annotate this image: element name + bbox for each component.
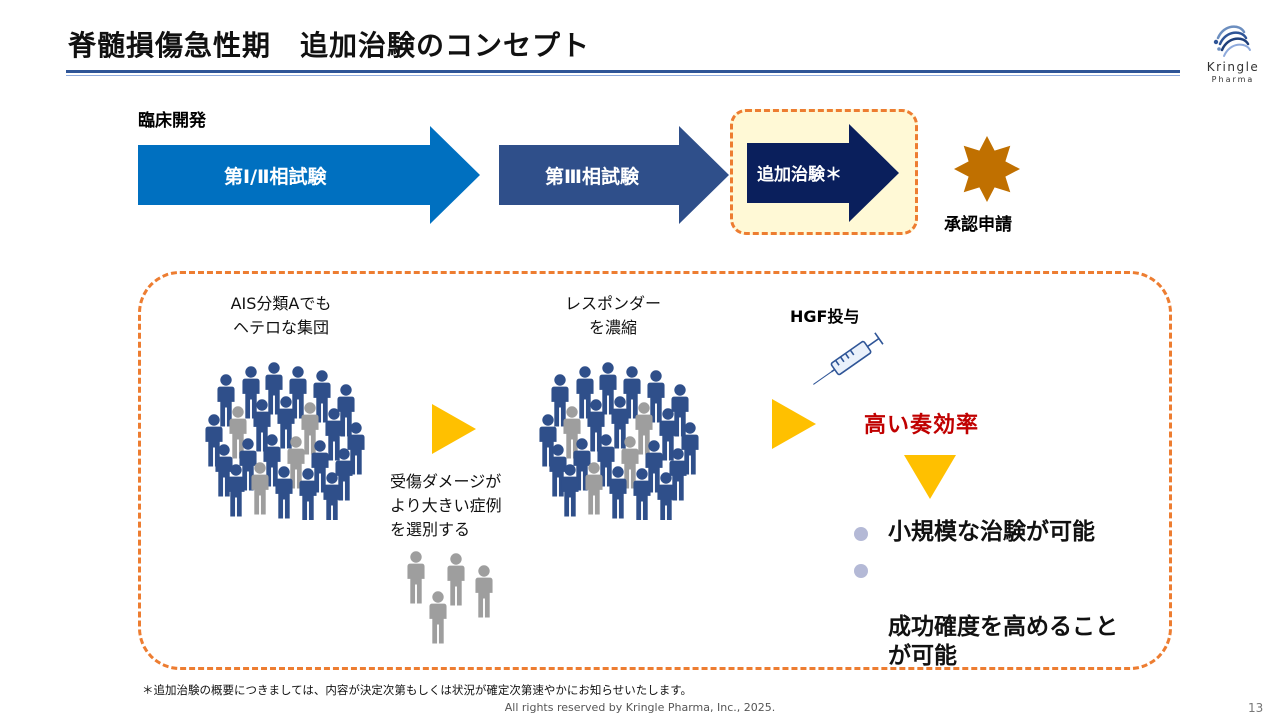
- person-icon: [561, 464, 579, 517]
- person-icon: [635, 402, 653, 455]
- logo-subtext: Pharma: [1211, 75, 1255, 84]
- outcome-text: 小規模な治験が可能: [888, 519, 1095, 545]
- person-icon: [429, 591, 447, 644]
- logo-mark-icon: [1213, 25, 1251, 57]
- caption-line: 受傷ダメージが: [390, 472, 502, 491]
- outcome-text: 成功確度を高めること が可能: [888, 614, 1118, 669]
- person-icon: [551, 374, 569, 427]
- person-icon: [623, 366, 641, 419]
- caption-line: より大きい症例: [390, 496, 502, 515]
- person-icon: [611, 396, 629, 449]
- person-icon: [647, 370, 665, 423]
- person-icon: [313, 370, 331, 423]
- person-icon: [539, 414, 557, 467]
- person-icon: [323, 472, 341, 520]
- person-icon: [299, 468, 317, 520]
- person-icon: [621, 436, 639, 489]
- person-icon: [475, 565, 493, 618]
- play-arrow-icon: [772, 399, 816, 449]
- bullet-dot-icon: [854, 527, 868, 541]
- person-icon: [301, 402, 319, 455]
- heterogeneous-crowd-icon: [205, 362, 365, 520]
- person-icon: [253, 399, 271, 452]
- person-icon: [289, 366, 307, 419]
- person-icon: [563, 406, 581, 459]
- hgf-label: HGF投与: [790, 307, 860, 326]
- concept-box: [138, 271, 1172, 670]
- company-logo: [1196, 18, 1270, 88]
- person-icon: [407, 551, 425, 604]
- person-icon: [277, 396, 295, 449]
- outcome-list: 小規模な治験が可能 成功確度を高めること が可能: [850, 518, 1180, 679]
- pipeline-section-label: 臨床開発: [138, 111, 206, 131]
- caption-line: ヘテロな集団: [232, 318, 329, 337]
- page-title: 脊髄損傷急性期 追加治験のコンセプト: [68, 29, 591, 62]
- footnote: ＊追加治験の概要につきましては、内容が決定次第もしくは状況が確定次第速やかにお知…: [142, 683, 693, 697]
- person-icon: [585, 462, 603, 515]
- caption-line: AIS分類Aでも: [230, 294, 332, 313]
- selection-caption: 受傷ダメージが より大きい症例 を選別する: [390, 470, 530, 542]
- approval-label: 承認申請: [944, 215, 1012, 235]
- logo-wordmark: Kringle: [1206, 60, 1260, 74]
- additional-trial-label: 追加治験＊: [757, 165, 842, 185]
- person-icon: [227, 464, 245, 517]
- bullet-dot-icon: [854, 564, 868, 578]
- person-icon: [242, 366, 260, 419]
- person-icon: [265, 362, 283, 415]
- phase3-arrow: 第Ⅲ相試験: [499, 126, 729, 224]
- title-rule-thin: [66, 75, 1180, 76]
- heterogeneous-group-caption: AIS分類Aでも ヘテロな集団: [196, 292, 366, 340]
- syringe-icon: [813, 332, 884, 385]
- person-icon: [229, 406, 247, 459]
- person-icon: [633, 468, 651, 520]
- page-number: 13: [1248, 701, 1264, 715]
- caption-line: を選別する: [390, 520, 471, 539]
- person-icon: [609, 466, 627, 519]
- person-icon: [205, 414, 223, 467]
- person-icon: [217, 374, 235, 427]
- person-icon: [659, 408, 677, 461]
- person-icon: [657, 472, 675, 520]
- person-icon: [587, 399, 605, 452]
- person-icon: [275, 466, 293, 519]
- outcome-item: 小規模な治験が可能: [850, 518, 1180, 547]
- person-icon: [251, 462, 269, 515]
- person-icon: [287, 436, 305, 489]
- person-icon: [325, 408, 343, 461]
- responder-caption: レスポンダー を濃縮: [548, 292, 678, 340]
- selected-patients-icon: [407, 551, 493, 644]
- copyright: All rights reserved by Kringle Pharma, I…: [504, 701, 776, 714]
- down-arrow-icon: [904, 455, 956, 499]
- person-icon: [447, 553, 465, 606]
- high-efficacy-label: 高い奏効率: [864, 413, 980, 438]
- outcome-item: 成功確度を高めること が可能: [850, 555, 1180, 671]
- responder-crowd-icon: [539, 362, 699, 520]
- caption-line: レスポンダー: [564, 294, 661, 313]
- phase12-arrow: 第Ⅰ/Ⅱ相試験: [138, 126, 480, 224]
- approval-star-icon: [954, 136, 1020, 206]
- person-icon: [599, 362, 617, 415]
- additional-trial-arrow: 追加治験＊: [747, 124, 899, 222]
- phase12-label: 第Ⅰ/Ⅱ相試験: [224, 166, 327, 188]
- title-rule: [66, 70, 1180, 73]
- person-icon: [576, 366, 594, 419]
- caption-line: を濃縮: [588, 318, 637, 337]
- phase3-label: 第Ⅲ相試験: [545, 166, 639, 188]
- play-arrow-icon: [432, 404, 476, 454]
